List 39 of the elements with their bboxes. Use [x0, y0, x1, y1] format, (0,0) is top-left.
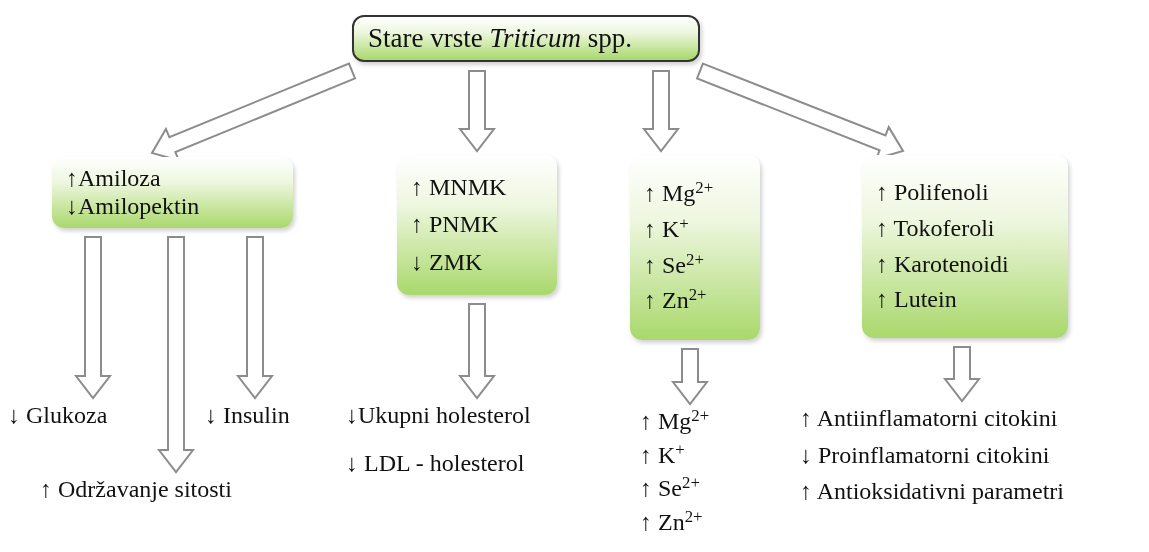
- box-text: ↑ MNMK: [411, 173, 507, 202]
- block-arrow: [235, 236, 275, 400]
- box-text: ↓Amilopektin: [66, 192, 200, 221]
- block-arrow: [942, 346, 982, 403]
- text-label: ↓ Proinflamatorni citokini: [800, 441, 1051, 470]
- block-arrow: [156, 236, 196, 474]
- box-text: ↑ K$^{+}$: [644, 215, 689, 244]
- process-box: [52, 157, 293, 228]
- text-label: ↑ Antioksidativni parametri: [800, 478, 1065, 506]
- text-label: ↑ Mg$^{2+}$: [640, 408, 711, 436]
- block-arrow: [457, 70, 497, 153]
- process-box: [397, 155, 557, 295]
- box-text: ↑Amiloza: [66, 164, 161, 193]
- text-label: ↑ Antiinflamatorni citokini: [800, 405, 1059, 433]
- box-text: ↑ Tokoferoli: [876, 214, 995, 243]
- block-arrow: [457, 303, 497, 400]
- text-label: ↓Ukupni holesterol: [346, 402, 532, 430]
- box-text: ↑ Zn$^{2+}$: [644, 287, 707, 315]
- text-label: ↑ Se$^{2+}$: [640, 475, 701, 503]
- process-box: [630, 155, 760, 340]
- box-text: ↑ Lutein: [876, 286, 957, 314]
- box-text: ↑ Polifenoli: [876, 179, 989, 207]
- box-text: ↑ Se$^{2+}$: [644, 251, 704, 280]
- process-box: [862, 155, 1068, 338]
- title-box: [352, 15, 700, 62]
- text-label: ↑ K$^{+}$: [640, 441, 686, 470]
- box-text: ↑ Karotenoidi: [876, 250, 1009, 279]
- text-label: ↑ Zn$^{2+}$: [640, 508, 704, 537]
- text-label: ↑ Održavanje sitosti: [40, 476, 295, 512]
- block-arrow: [73, 236, 113, 400]
- text-label: ↓ Glukoza: [8, 402, 148, 438]
- box-text: Stare vrste Triticum spp.: [368, 23, 632, 55]
- text-label: ↓ Insulin: [205, 402, 315, 438]
- block-arrow: [670, 348, 710, 406]
- text-label: ↓ LDL - holesterol: [346, 449, 526, 478]
- box-text: ↑ PNMK: [411, 211, 499, 239]
- box-text: ↓ ZMK: [411, 248, 483, 277]
- block-arrow: [641, 70, 681, 153]
- box-text: ↑ Mg$^{2+}$: [644, 180, 714, 208]
